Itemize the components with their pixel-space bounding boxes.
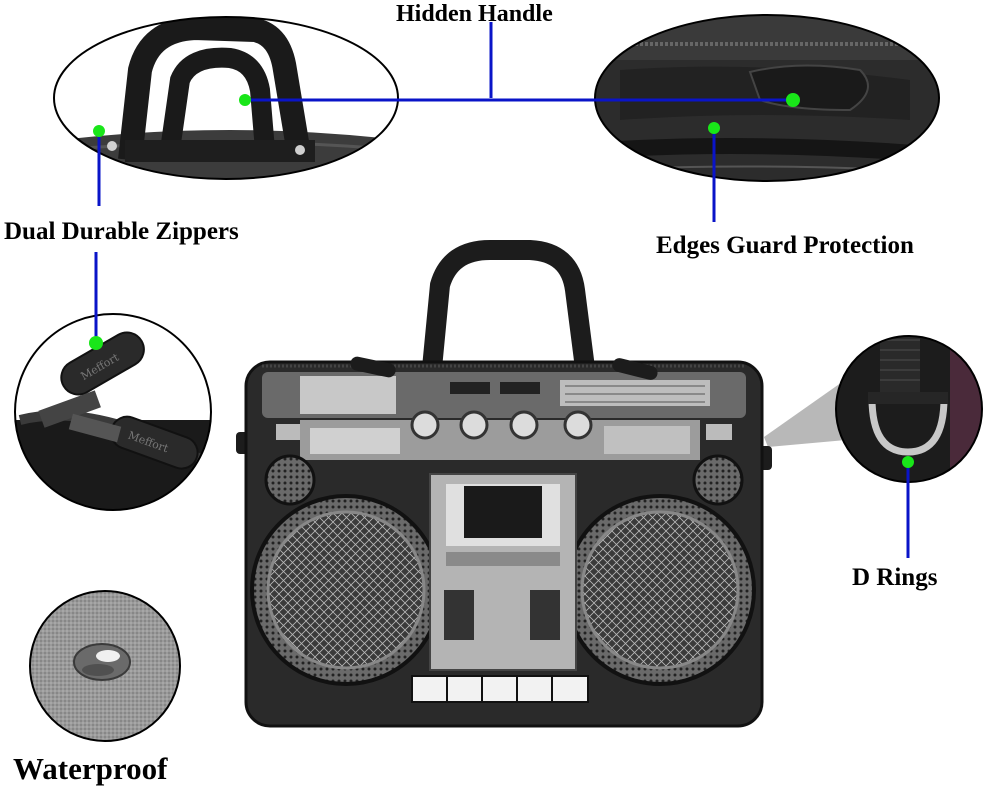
- hidden-handle-marker: [239, 94, 251, 106]
- laptop-bag-product: [236, 240, 772, 728]
- waterproof-detail-inset: [29, 590, 181, 742]
- hidden-handle-label: Hidden Handle: [396, 1, 553, 27]
- handle-detail-inset: [53, 16, 399, 180]
- handle-icon: [118, 17, 312, 162]
- d-ring-marker: [902, 456, 914, 468]
- d-ring-detail-inset: [764, 335, 983, 483]
- d-ring-icon: [868, 394, 948, 456]
- callout-lines: [94, 22, 910, 558]
- marker-dots: [89, 93, 914, 468]
- hidden-handle-pocket-marker: [786, 93, 800, 107]
- waterproof-label: Waterproof: [13, 751, 168, 786]
- dual-zippers-label: Dual Durable Zippers: [4, 218, 239, 245]
- edges-guard-marker: [708, 122, 720, 134]
- boombox-print-icon: [300, 376, 396, 414]
- edge-guard-detail-inset: [594, 14, 940, 182]
- d-rings-label: D Rings: [852, 564, 938, 591]
- zipper-detail-inset: Meffort Meffort: [14, 313, 212, 511]
- edges-guard-label: Edges Guard Protection: [656, 232, 914, 259]
- bag-handle-icon: [422, 240, 595, 370]
- zipper-pull-marker: [89, 336, 103, 350]
- zippers-marker: [93, 125, 105, 137]
